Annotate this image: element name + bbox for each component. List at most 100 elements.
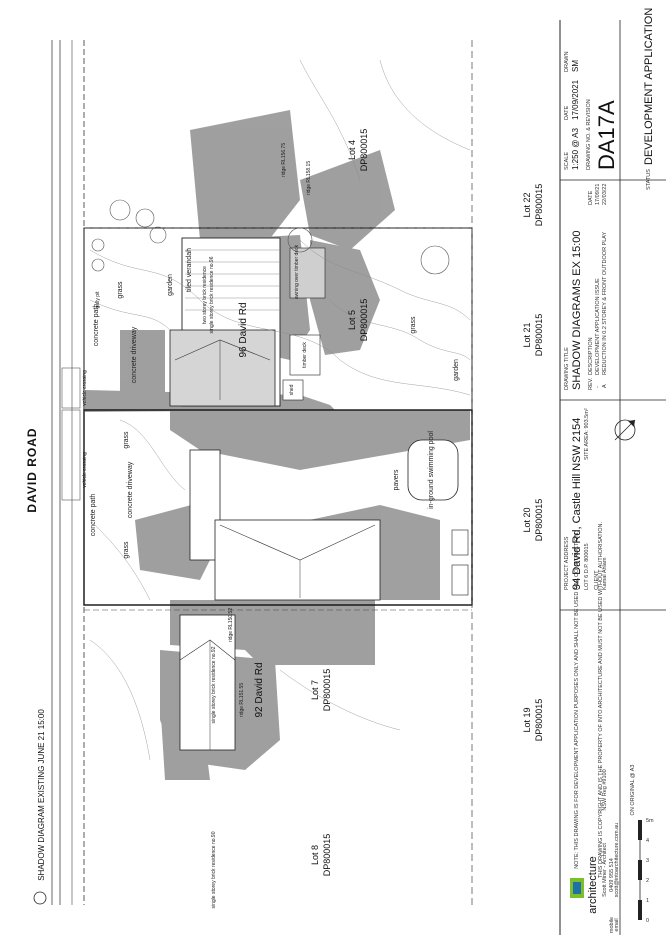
svg-text:concrete driveway: concrete driveway [131, 326, 138, 383]
svg-text:single storey brick residence: single storey brick residence no.96 [209, 256, 215, 333]
svg-text:Lot 5: Lot 5 [347, 310, 357, 330]
email-label: email [614, 918, 620, 931]
status-label: STATUS [646, 169, 652, 190]
svg-text:shed: shed [289, 384, 295, 395]
svg-text:Lot 19: Lot 19 [522, 707, 532, 732]
lot-label-19: Lot 19 DP800015 [522, 699, 544, 742]
client-name: Kamal Ahlam [602, 557, 608, 590]
svg-text:DP800015: DP800015 [534, 499, 544, 542]
plan-drawing: Lot 4 DP800015 Lot 5 DP800015 Lot 7 DP80… [25, 40, 544, 909]
svg-text:single storey brick residence: single storey brick residence no.90 [211, 831, 217, 908]
architect-name: Scott Miner - Architect [602, 843, 608, 897]
svg-text:two storey brick residence: two storey brick residence [202, 266, 208, 324]
svg-text:garden: garden [453, 359, 460, 381]
north-arrow-icon [614, 419, 636, 441]
lot-label-20: Lot 20 DP800015 [522, 499, 544, 542]
svg-text:tiled verandah: tiled verandah [186, 248, 193, 292]
scale-value: 1:250 @ A3 [571, 128, 580, 170]
svg-text:ON ORIGINAL @ A3: ON ORIGINAL @ A3 [630, 765, 636, 816]
title-block: architecture Scott Miner - Architect NSW… [559, 8, 666, 935]
svg-text:DP800015: DP800015 [534, 699, 544, 742]
svg-text:DP800015: DP800015 [322, 669, 332, 712]
drawing-title-label: DRAWING TITLE [564, 347, 570, 390]
svg-text:2: 2 [646, 878, 649, 884]
svg-text:3: 3 [646, 858, 649, 864]
vehicle-crossing-96 [61, 367, 81, 409]
svg-text:DATE: DATE [588, 190, 594, 205]
svg-text:in-ground swimming pool: in-ground swimming pool [428, 431, 435, 509]
svg-text:Lot 20: Lot 20 [522, 507, 532, 532]
svg-text:vehicle crossing: vehicle crossing [82, 370, 88, 406]
contour-lines [89, 59, 471, 761]
svg-text:Lot 4: Lot 4 [347, 140, 357, 160]
drawing-number: DA17A [594, 100, 619, 170]
site-area: SITE AREA: 903.5m² [584, 408, 590, 460]
note-da-only: NOTE: THIS DRAWING IS FOR DEVELOPMENT AP… [574, 531, 580, 869]
project-address-label: PROJECT ADDRESS [564, 536, 570, 590]
svg-text:pavers: pavers [393, 469, 400, 491]
svg-text:concrete path: concrete path [90, 494, 97, 537]
svg-text:5m: 5m [646, 818, 654, 824]
note-copyright: THIS DRAWING IS COPYRIGHT AND IS THE PRO… [598, 521, 604, 878]
svg-text:garden: garden [167, 274, 174, 296]
email-address: scott@intoarchitecture.com.au [614, 823, 620, 897]
svg-text:DP800015: DP800015 [534, 314, 544, 357]
address-96: 96 David Rd [238, 302, 249, 357]
lot-label-22: Lot 22 DP800015 [522, 184, 544, 227]
architect-reg: NSW Reg #9100 [602, 769, 608, 810]
svg-text:22/03/22: 22/03/22 [602, 184, 608, 205]
vehicle-crossing-94 [61, 409, 81, 501]
svg-text:Lot 7: Lot 7 [310, 680, 320, 700]
svg-text:17/09/21: 17/09/21 [595, 184, 601, 205]
svg-text:0: 0 [646, 918, 649, 924]
drawing-title: SHADOW DIAGRAMS EX 15:00 [571, 230, 583, 390]
address-92: 92 David Rd [254, 662, 265, 717]
svg-text:REDUCTION IN 0.2 STOREY & FRON: REDUCTION IN 0.2 STOREY & FRONT OUTDOOR … [602, 231, 608, 375]
svg-text:-: - [595, 386, 601, 388]
svg-text:grass: grass [410, 316, 417, 334]
svg-text:ridge RL151.55: ridge RL151.55 [239, 683, 245, 717]
trees [91, 199, 450, 275]
svg-text:Lot 8: Lot 8 [310, 845, 320, 865]
svg-text:ridge RL150.52: ridge RL150.52 [228, 608, 234, 642]
svg-text:DP800015: DP800015 [534, 184, 544, 227]
lot-label-4: Lot 4 DP800015 [347, 129, 369, 172]
project-address: 94 David Rd, Castle Hill NSW 2154 [571, 418, 583, 590]
svg-text:Lot 21: Lot 21 [522, 322, 532, 347]
svg-text:grass: grass [123, 431, 130, 449]
svg-text:DEVELOPMENT APPLICATION ISSUE: DEVELOPMENT APPLICATION ISSUE [595, 278, 601, 375]
lot-label-5: Lot 5 DP800015 [347, 299, 369, 342]
svg-text:ridge RL158.15: ridge RL158.15 [306, 161, 312, 195]
svg-text:DP800015: DP800015 [359, 299, 369, 342]
drawn-value: SM [571, 60, 580, 72]
drawing-no-label: DRAWING NO. & REVISION [586, 99, 592, 170]
svg-text:single storey brick residence: single storey brick residence no.92 [211, 646, 217, 723]
date-label: DATE [564, 105, 570, 120]
lot-label-21: Lot 21 DP800015 [522, 314, 544, 357]
house-96 [169, 237, 326, 407]
svg-text:REV.: REV. [588, 377, 594, 390]
scale-label: SCALE [564, 152, 570, 170]
lot-dp: LOT 6 D.P. 800015 [584, 543, 590, 590]
client-label: CLIENT [594, 570, 600, 590]
lot-label-7: Lot 7 DP800015 [310, 669, 332, 712]
road-name: DAVID ROAD [25, 427, 39, 512]
svg-text:1: 1 [646, 898, 649, 904]
svg-text:awning over timber deck: awning over timber deck [294, 244, 300, 299]
house-92 [179, 614, 236, 751]
firm-logo: architecture [570, 856, 599, 914]
svg-text:concrete path: concrete path [93, 304, 100, 347]
svg-text:grass: grass [117, 281, 124, 299]
drawn-label: DRAWN [564, 51, 570, 72]
scale-bar: 0 1 2 3 4 5m ON ORIGINAL @ A3 [630, 765, 654, 924]
svg-text:DP800015: DP800015 [322, 834, 332, 877]
diagram-caption: SHADOW DIAGRAM EXISTING JUNE 21 15:00 [33, 709, 47, 905]
svg-text:DESCRIPTION: DESCRIPTION [588, 337, 594, 375]
svg-text:Lot 22: Lot 22 [522, 192, 532, 217]
house-94 [189, 439, 469, 601]
status-value: DEVELOPMENT APPLICATION [643, 8, 655, 165]
lot-label-8: Lot 8 DP800015 [310, 834, 332, 877]
revision-table: REV. DESCRIPTION DATE - DEVELOPMENT APPL… [588, 184, 608, 390]
svg-text:concrete driveway: concrete driveway [127, 461, 134, 518]
